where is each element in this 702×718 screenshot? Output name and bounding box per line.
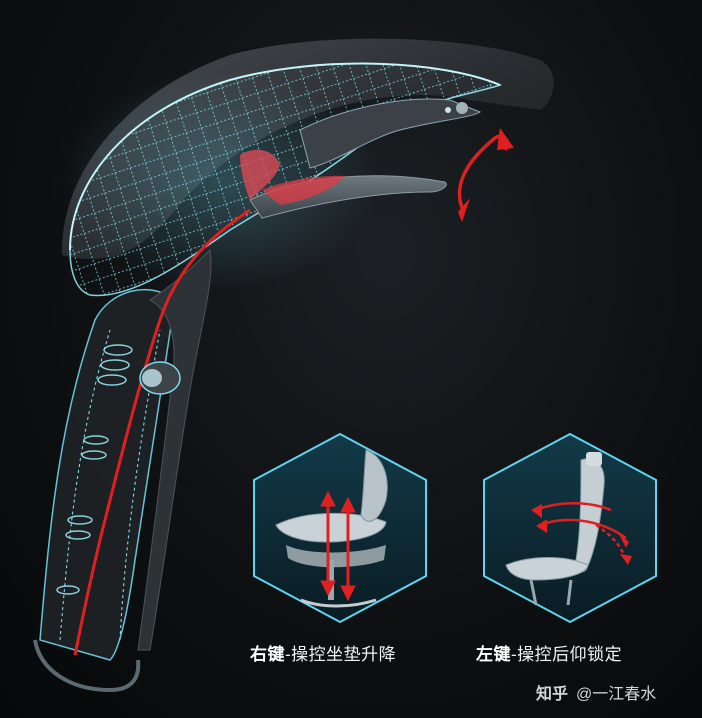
watermark-user: @一江春水: [576, 686, 657, 703]
caption-seat-height: 右键-操控坐垫升降: [250, 640, 396, 665]
hex-inset-seat-height: [246, 430, 434, 626]
caption-right-action: -操控后仰锁定: [511, 645, 623, 664]
caption-recline-lock: 左键-操控后仰锁定: [476, 640, 622, 665]
caption-left-action: -操控坐垫升降: [285, 645, 397, 664]
spring-coils: [56, 344, 133, 595]
caption-left-key: 右键: [250, 645, 285, 664]
watermark-logo: 知乎: [536, 686, 569, 703]
side-knob: [139, 361, 181, 395]
red-cable: [73, 208, 251, 656]
height-arrows-icon: [320, 490, 356, 602]
caption-right-key: 左键: [476, 645, 511, 664]
hex-inset-recline-lock: [476, 430, 664, 626]
upper-bracket: [299, 98, 482, 169]
chair-seat-left: [275, 512, 387, 543]
red-trigger-part: [240, 149, 280, 200]
watermark: 知乎 @一江春水: [536, 680, 656, 704]
